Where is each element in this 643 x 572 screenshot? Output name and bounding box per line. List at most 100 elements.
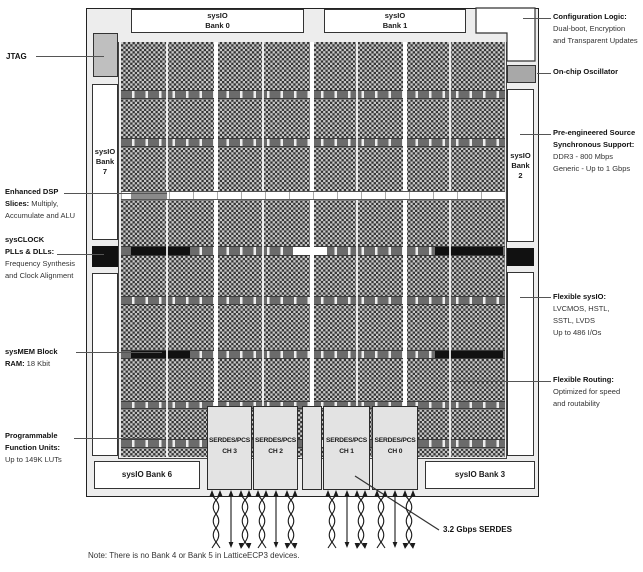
dsp-leader <box>64 193 167 195</box>
sysmem-title2: RAM: <box>5 359 25 368</box>
bank6-label: sysIO Bank 6 <box>121 470 173 479</box>
sysclock-desc1: Frequency Synthesis <box>5 259 76 268</box>
pfu-title2: Function Units: <box>5 443 60 452</box>
enhanced-dsp-desc1: Multiply, <box>31 199 59 208</box>
sysio-bank1-box: sysIO Bank 1 <box>324 9 466 33</box>
sysclock-leader <box>57 254 104 256</box>
fabric-gutter <box>403 42 407 457</box>
pfu-title: Programmable <box>5 431 58 440</box>
serdes-speed-text: 3.2 Gbps SERDES <box>443 525 512 534</box>
enhanced-dsp-title: Enhanced DSP <box>5 187 59 196</box>
pll-block-left <box>92 246 118 267</box>
flexrouting-desc1: Optimized for speed <box>553 387 621 396</box>
sysclock-desc2: and Clock Alignment <box>5 271 74 280</box>
serdes-ch2-block: SERDES/PCS CH 2 <box>253 406 298 490</box>
bank3-label: sysIO Bank 3 <box>454 470 506 479</box>
sysclock-title2: PLLs & DLLs: <box>5 247 55 256</box>
logic-fabric <box>121 42 505 457</box>
bank7-line2: Bank <box>95 157 115 166</box>
flexrouting-title: Flexible Routing: <box>553 375 614 384</box>
serdes-ch3-block: SERDES/PCS CH 3 <box>207 406 252 490</box>
preeng-callout: Pre-engineered Source Synchronous Suppor… <box>553 127 643 175</box>
fabric-subdivider <box>262 42 264 457</box>
jtag-block <box>93 33 118 77</box>
bank7-line1: sysIO <box>94 147 116 156</box>
serdes-speed-callout: 3.2 Gbps SERDES <box>443 524 512 536</box>
bank0-label-line2: Bank 0 <box>205 21 230 30</box>
serdes-ch1-line2: CH 1 <box>339 448 354 455</box>
serdes-ch1-line1: SERDES/PCS <box>325 437 368 444</box>
oscillator-callout: On-chip Oscillator <box>553 66 643 78</box>
pfu-callout: Programmable Function Units: Up to 149K … <box>5 430 115 466</box>
config-desc2: and Transparent Updates <box>553 36 638 45</box>
bank2-line1: sysIO <box>510 150 531 160</box>
sysclock-title: sysCLOCK <box>5 235 45 244</box>
serdes-ch3-line2: CH 3 <box>222 448 237 455</box>
bank1-label-line2: Bank 1 <box>382 21 408 30</box>
bank2-line2: Bank <box>511 160 530 170</box>
pfu-desc1: Up to 149K LUTs <box>5 455 62 464</box>
pfu-leader <box>74 438 162 440</box>
serdes-ch0-line2: CH 0 <box>387 448 403 455</box>
serdes-ch2-line1: SERDES/PCS <box>254 437 297 444</box>
sysio-bank3-box: sysIO Bank 3 <box>425 461 535 489</box>
serdes-ch0-block: SERDES/PCS CH 0 <box>372 406 418 490</box>
ram-row-black-right <box>435 351 503 358</box>
bank1-label-line1: sysIO <box>384 11 406 20</box>
dsp-row <box>121 191 505 200</box>
flexio-desc2: SSTL, LVDS <box>553 316 595 325</box>
flexio-desc1: LVCMOS, HSTL, <box>553 304 610 313</box>
serdes-ch3-line1: SERDES/PCS <box>208 437 251 444</box>
sysmem-leader <box>76 352 162 354</box>
flexrouting-desc2: and routability <box>553 399 600 408</box>
sysmem-title: sysMEM Block <box>5 347 58 356</box>
jtag-callout-text: JTAG <box>6 52 27 61</box>
preeng-desc2: Generic - Up to 1 Gbps <box>553 164 631 173</box>
serdes-ch1-block: SERDES/PCS CH 1 <box>323 406 370 490</box>
dsp-slice-highlight <box>131 192 167 199</box>
enhanced-dsp-callout: Enhanced DSP Slices: Multiply, Accumulat… <box>5 186 115 222</box>
serdes-spacer-block <box>302 406 322 490</box>
config-leader <box>523 18 551 20</box>
fabric-subdivider <box>356 42 358 457</box>
ram-row-black-left <box>131 351 190 358</box>
bank7-line3: 7 <box>102 167 108 176</box>
serdes-ch0-line1: SERDES/PCS <box>374 437 416 444</box>
preeng-desc1: DDR3 - 800 Mbps <box>553 152 614 161</box>
jtag-callout: JTAG <box>6 51 27 63</box>
sysmem-callout: sysMEM Block RAM: 18 Kbit <box>5 346 115 370</box>
fabric-subdivider <box>449 42 451 457</box>
flexrouting-leader <box>450 381 551 383</box>
fabric-gutter <box>310 42 314 457</box>
bank2-line3: 2 <box>518 170 523 180</box>
oscillator-block <box>507 65 536 83</box>
fabric-gutter <box>214 42 218 457</box>
left-io-column-box <box>92 273 118 456</box>
fabric-subdivider <box>166 42 168 457</box>
flexio-title: Flexible sysIO: <box>553 292 606 301</box>
oscillator-title: On-chip Oscillator <box>553 67 619 76</box>
config-title: Configuration Logic: <box>553 12 627 21</box>
serdes-ch2-line2: CH 2 <box>268 448 283 455</box>
oscillator-leader <box>537 73 551 75</box>
jtag-leader <box>36 56 104 58</box>
flexio-leader <box>520 297 551 299</box>
sysio-bank7-box: sysIO Bank 7 <box>92 84 118 240</box>
sysio-bank6-box: sysIO Bank 6 <box>94 461 200 489</box>
preeng-title: Pre-engineered Source <box>553 128 636 137</box>
sysmem-desc1: 18 Kbit <box>26 359 51 368</box>
clock-row-black-left <box>131 247 190 255</box>
enhanced-dsp-desc2: Accumulate and ALU <box>5 211 76 220</box>
enhanced-dsp-title2: Slices: <box>5 199 30 208</box>
serdes-io-arrows <box>209 490 416 549</box>
footnote: Note: There is no Bank 4 or Bank 5 in La… <box>88 551 300 560</box>
clock-row-black-right <box>435 247 503 255</box>
footnote-text: Note: There is no Bank 4 or Bank 5 in La… <box>88 551 300 560</box>
flexio-callout: Flexible sysIO: LVCMOS, HSTL, SSTL, LVDS… <box>553 291 643 339</box>
sysio-bank2-box: sysIO Bank 2 <box>507 89 534 242</box>
right-io-column-box <box>507 272 534 456</box>
pll-block-right <box>507 248 534 266</box>
config-desc1: Dual-boot, Encryption <box>553 24 626 33</box>
bank0-label-line1: sysIO <box>207 11 228 20</box>
